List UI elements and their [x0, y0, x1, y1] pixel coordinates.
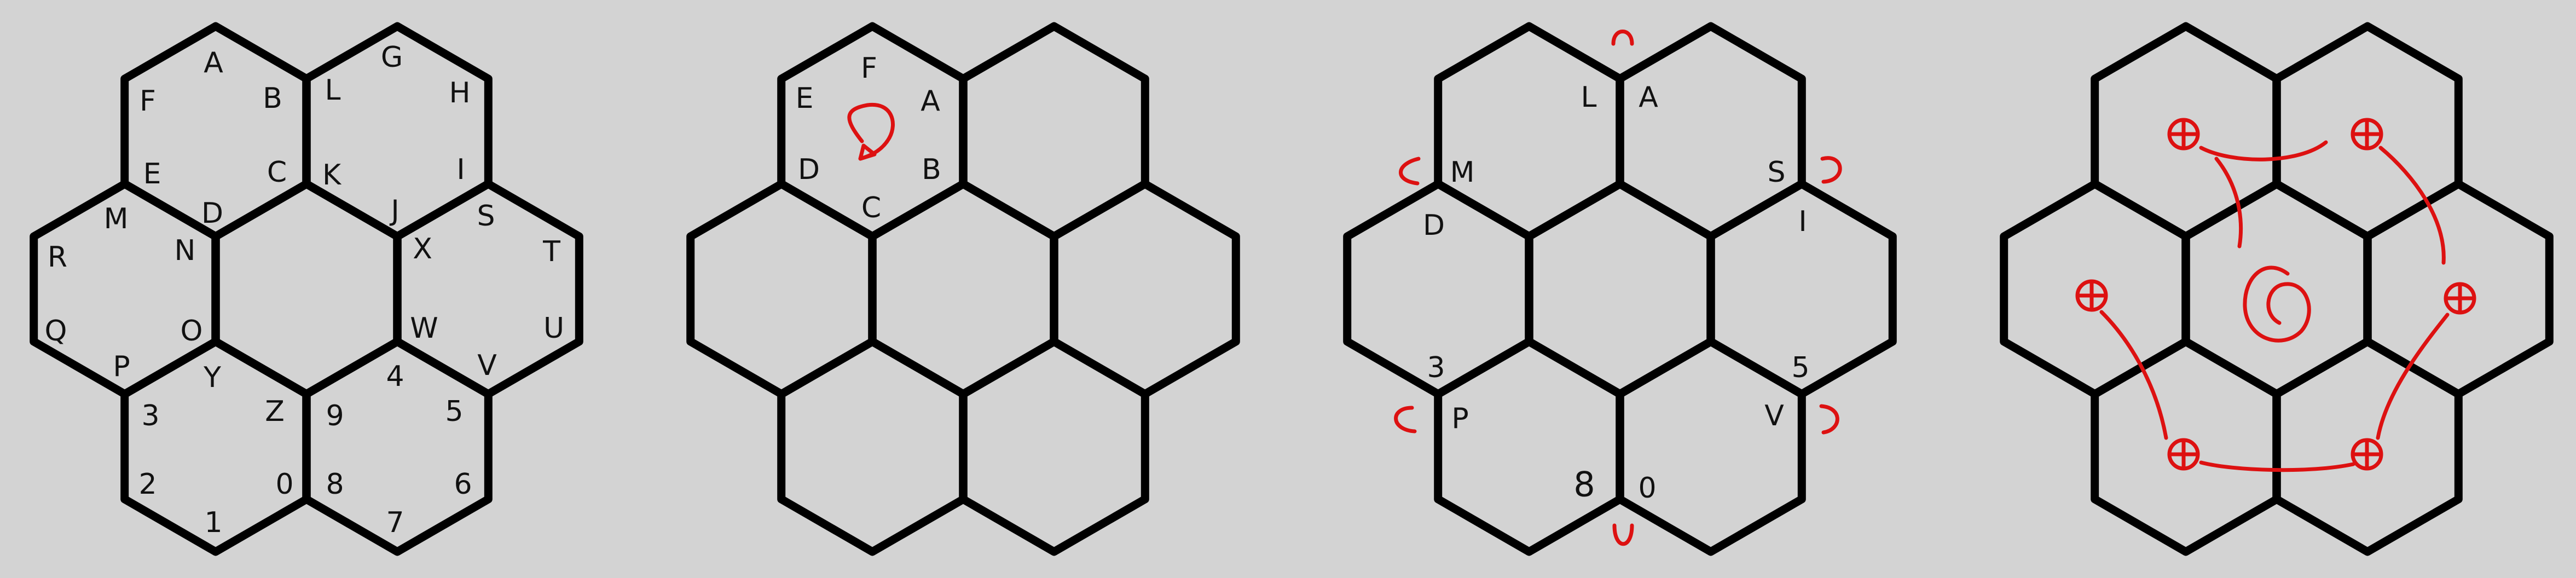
edge-cap-icon	[1394, 406, 1417, 434]
hex-label: M	[1450, 156, 1475, 189]
hex-label: J	[389, 194, 399, 227]
edge-cap-icon	[1820, 156, 1842, 184]
hex-label: X	[413, 233, 432, 265]
hex-label: 6	[454, 468, 472, 501]
spiral-icon	[2243, 265, 2311, 343]
hex-label: Y	[203, 361, 221, 394]
hex-label: N	[175, 234, 196, 267]
hex-label: F	[861, 52, 877, 85]
hex-label: Q	[45, 315, 67, 348]
edge-cap-icon	[1612, 523, 1634, 546]
edge-cap-icon	[1819, 404, 1839, 435]
panel3-hex-4	[1525, 180, 1715, 398]
hex-label: 3	[141, 400, 159, 432]
hex-label: P	[1451, 402, 1468, 435]
hex-label: H	[449, 77, 470, 109]
hex-label: U	[543, 312, 564, 345]
panel-4-connections	[2000, 22, 2554, 556]
hex-label: O	[181, 315, 203, 348]
hex-label: A	[921, 85, 940, 118]
panel2-hex-4	[868, 180, 1058, 398]
hex-label: L	[325, 74, 341, 107]
hex-label: A	[204, 47, 223, 79]
connector-curve-icon	[2099, 310, 2168, 440]
hex-label: S	[1767, 156, 1785, 189]
hex-label: 5	[445, 395, 463, 428]
hex-label: 2	[138, 468, 157, 501]
panel4-hex-1	[2091, 22, 2281, 241]
panel3-hex-1	[1434, 22, 1624, 241]
panel3-hex-6	[1434, 337, 1624, 556]
panel4-hex-3	[2000, 180, 2190, 398]
hex-label: 0	[275, 468, 293, 501]
hex-label: 7	[386, 506, 404, 539]
hex-label: 5	[1791, 351, 1809, 384]
connector-curve-icon	[2199, 460, 2355, 472]
panel2-hex-6	[777, 337, 968, 556]
hex-label: V	[1764, 400, 1784, 432]
hex-label: D	[798, 153, 820, 186]
panel3-hex-7	[1616, 337, 1806, 556]
hex-label: C	[861, 192, 881, 224]
panel4-hex-7	[2272, 337, 2463, 556]
hex-label: E	[796, 82, 814, 115]
panel-3-edge-matching: L A M S D I 3 5P V 8 0	[1343, 22, 1897, 556]
hex-label: L	[1581, 81, 1597, 114]
plus-circle-icon	[2167, 118, 2200, 151]
hex-label: I	[1798, 205, 1807, 238]
hex-label: S	[477, 200, 495, 233]
hex-label: C	[267, 156, 287, 189]
plus-circle-icon	[2167, 438, 2200, 471]
connector-curve-icon	[2376, 313, 2450, 440]
panel2-hex-3	[686, 180, 877, 398]
hex-label: T	[542, 235, 560, 268]
hex-label: 8	[1573, 465, 1595, 505]
hex-label: 0	[1638, 472, 1656, 505]
hex-label: D	[1423, 209, 1445, 242]
hex-label: 4	[386, 360, 404, 393]
panel2-hex-5	[1050, 180, 1240, 398]
hex-label: 1	[204, 506, 222, 539]
hex-label: G	[381, 41, 403, 74]
hex-label: B	[263, 82, 282, 115]
edge-cap-icon	[1611, 30, 1634, 46]
hex-label: E	[143, 158, 161, 190]
hex-label: Z	[265, 395, 285, 428]
panel3-hex-2	[1616, 22, 1806, 241]
plus-circle-icon	[2351, 438, 2383, 471]
hex-label: M	[104, 203, 129, 235]
hex-label: P	[113, 350, 130, 383]
panel4-hex-6	[2091, 337, 2281, 556]
hex-label: R	[48, 241, 67, 274]
hex-label: K	[322, 159, 342, 192]
panel1-hex-4	[211, 180, 402, 398]
rotate-arrow-icon	[847, 102, 895, 161]
plus-circle-icon	[2351, 118, 2383, 151]
plus-circle-icon	[2075, 279, 2108, 312]
connector-curve-icon	[2214, 157, 2243, 248]
hex-label: 9	[326, 400, 344, 432]
plus-circle-icon	[2444, 282, 2476, 315]
arrow-head	[858, 143, 877, 161]
panel2-hex-2	[959, 22, 1149, 241]
hex-label: I	[456, 153, 465, 186]
panel1-hex-7	[302, 337, 493, 556]
hex-label: A	[1639, 81, 1658, 114]
panel-2-single-hex-rotation: F E A D B C	[686, 22, 1240, 556]
hex-label: W	[410, 312, 438, 345]
connector-curve-icon	[2378, 146, 2446, 265]
hex-label: B	[922, 153, 941, 186]
panel2-hex-7	[959, 337, 1149, 556]
hex-label: F	[140, 85, 156, 118]
hex-label: 3	[1427, 351, 1445, 384]
hex-label: 8	[326, 468, 344, 501]
edge-cap-icon	[1399, 157, 1421, 186]
hex-label: V	[477, 349, 497, 382]
connector-curve-icon	[2199, 140, 2328, 161]
hex-label: D	[201, 197, 223, 230]
